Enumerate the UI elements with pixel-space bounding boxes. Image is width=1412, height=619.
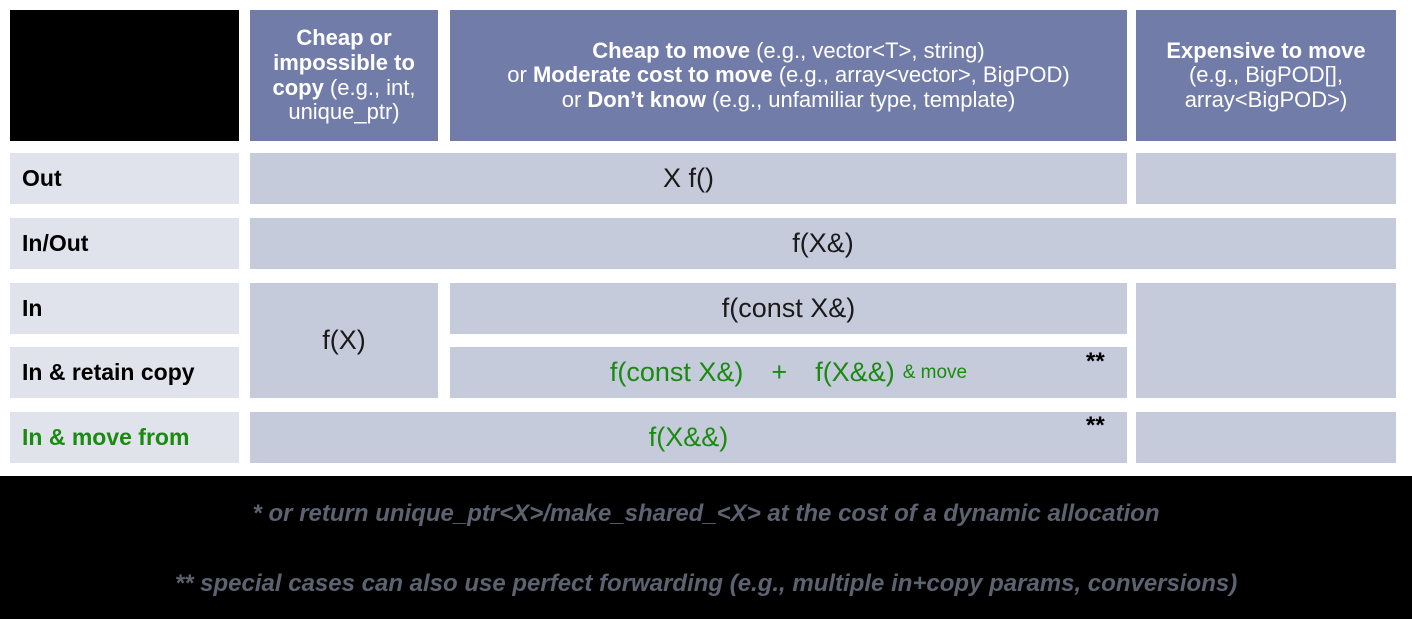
cell-inout-f-xref: f(X&) <box>250 218 1396 269</box>
cell-out-x-f: X f() <box>250 153 1127 204</box>
hdr-line-text: impossible to <box>273 49 415 75</box>
column-header-cheap-or-impossible-to-copy: Cheap or impossible to copy (e.g., int, … <box>250 10 438 141</box>
cell-text: f(X&&) <box>815 357 895 388</box>
cell-retain-copy-overloads: f(const X&) + f(X&&) & move <box>450 347 1127 398</box>
hdr-line-text: Expensive to move <box>1166 37 1366 63</box>
table-corner-cell <box>10 10 239 141</box>
hdr-line-text: or <box>507 62 533 88</box>
cell-text: f(X) <box>322 325 366 356</box>
footnote-marker-move-from: ** <box>1086 412 1105 439</box>
hdr-line-text: Cheap to move <box>592 37 750 63</box>
row-label-text: In <box>22 294 43 321</box>
footnotes-area: * or return unique_ptr<X>/make_shared_<X… <box>0 476 1412 619</box>
hdr-line-text: Don’t know <box>587 86 706 112</box>
footnote-double-star: ** special cases can also use perfect fo… <box>174 570 1238 597</box>
hdr-line-text: Cheap or <box>296 25 392 51</box>
cell-text: f(const X&) <box>721 293 856 324</box>
cell-move-note: & move <box>902 361 968 383</box>
footnote-marker-retain-copy: ** <box>1086 348 1105 375</box>
row-label-out: Out <box>10 153 239 204</box>
cell-expensive-in-retain <box>1136 283 1396 398</box>
column-header-expensive-to-move: Expensive to move (e.g., BigPOD[], array… <box>1136 10 1396 141</box>
row-label-text: In & retain copy <box>22 358 195 385</box>
cell-expensive-move-from <box>1136 412 1396 463</box>
hdr-line-text: unique_ptr) <box>288 99 400 125</box>
hdr-line-text: (e.g., unfamiliar type, template) <box>705 86 1016 112</box>
footnote-single-star: * or return unique_ptr<X>/make_shared_<X… <box>252 500 1160 527</box>
cell-plus-sign: + <box>771 357 788 388</box>
column-header-cheap-to-move: Cheap to move (e.g., vector<T>, string) … <box>450 10 1127 141</box>
row-label-text: In/Out <box>22 229 89 256</box>
hdr-line-text: or <box>561 86 588 112</box>
cell-in-f-const-xref: f(const X&) <box>450 283 1127 334</box>
row-label-text: In & move from <box>22 423 190 450</box>
hdr-line-text: copy <box>272 74 324 100</box>
cell-in-f-x: f(X) <box>250 283 438 398</box>
cell-expensive-out-inout <box>1136 153 1396 204</box>
cell-move-from-f-xrefref: f(X&&) <box>250 412 1127 463</box>
cell-text: f(const X&) <box>609 357 744 388</box>
row-label-in-out: In/Out <box>10 218 239 269</box>
row-label-in-retain-copy: In & retain copy <box>10 347 239 398</box>
hdr-line-text: (e.g., BigPOD[], <box>1188 62 1344 88</box>
hdr-line-text: Moderate cost to move <box>532 62 773 88</box>
hdr-line-text: (e.g., vector<T>, string) <box>749 37 985 63</box>
cell-text: X f() <box>663 163 714 194</box>
row-label-text: Out <box>22 164 62 191</box>
row-label-in-move-from: In & move from <box>10 412 239 463</box>
hdr-line-text: (e.g., array<vector>, BigPOD) <box>772 62 1070 88</box>
hdr-line-text: array<BigPOD>) <box>1184 86 1348 112</box>
row-label-in: In <box>10 283 239 334</box>
hdr-line-text: (e.g., int, <box>323 74 416 100</box>
cell-text: f(X&) <box>792 228 854 259</box>
parameter-passing-table: Cheap or impossible to copy (e.g., int, … <box>0 0 1412 476</box>
cell-text: f(X&&) <box>648 422 729 453</box>
